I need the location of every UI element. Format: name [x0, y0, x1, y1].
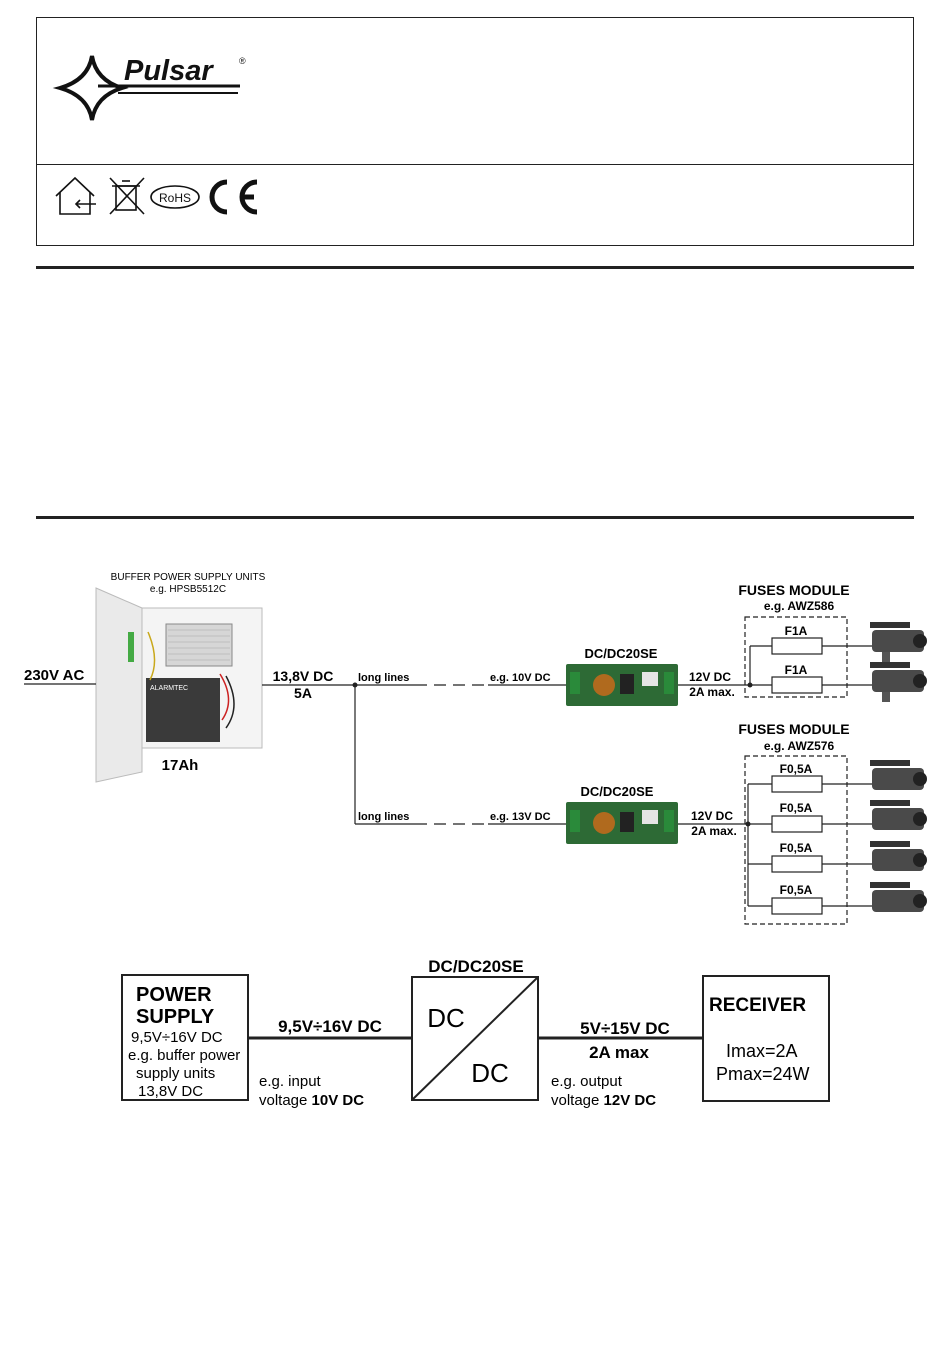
psu-cabinet-image: ALARMTEC	[95, 587, 263, 783]
header-divider	[36, 164, 914, 165]
battery-capacity: 17Ah	[162, 757, 199, 774]
top-module-title: FUSES MODULE	[738, 582, 849, 598]
psu-example: e.g. HPSB5512C	[150, 584, 226, 595]
receiver-block	[702, 975, 830, 1102]
bottom-fuse-4: F0,5A	[748, 883, 872, 915]
bottom-converter-label: DC/DC20SE	[581, 784, 654, 799]
power-supply-line-3: supply units	[136, 1065, 215, 1082]
camera-icon	[870, 841, 927, 871]
bottom-module-title: FUSES MODULE	[738, 721, 849, 737]
top-output-current: 2A max.	[689, 685, 735, 699]
bottom-fuse-2: F0,5A	[748, 801, 872, 833]
bottom-output-current: 2A max.	[691, 824, 737, 838]
power-supply-title-2: SUPPLY	[136, 1006, 215, 1028]
power-supply-title-1: POWER	[136, 984, 212, 1006]
rohs-label: RoHS	[159, 191, 191, 205]
camera-icon	[870, 622, 927, 662]
power-supply-line-4: 13,8V DC	[138, 1083, 203, 1100]
input-note-1: e.g. input	[259, 1073, 322, 1090]
ce-mark-icon	[209, 179, 258, 215]
system-diagram: BUFFER POWER SUPPLY UNITS e.g. HPSB5512C…	[24, 572, 927, 925]
top-output-voltage: 12V DC	[689, 670, 731, 684]
indoor-use-icon	[55, 176, 96, 215]
bottom-fuse-1: F0,5A	[748, 762, 872, 793]
line-label-top: long lines	[358, 672, 409, 684]
top-converter-image	[566, 664, 678, 706]
output-range: 5V÷15V DC	[580, 1019, 670, 1038]
camera-icon	[870, 760, 927, 790]
psu-output-current: 5A	[294, 685, 312, 701]
power-supply-line-2: e.g. buffer power	[128, 1047, 240, 1064]
converter-top: DC	[427, 1003, 465, 1033]
input-note-2: voltage 10V DC	[259, 1092, 364, 1109]
receiver-title: RECEIVER	[709, 995, 806, 1016]
output-note-1: e.g. output	[551, 1073, 623, 1090]
brand-name: Pulsar	[124, 55, 214, 87]
fuse-label: F0,5A	[780, 883, 813, 897]
receiver-imax: Imax=2A	[726, 1041, 798, 1061]
fuse-label: F0,5A	[780, 762, 813, 776]
top-module-example: e.g. AWZ586	[764, 599, 835, 613]
bottom-module-example: e.g. AWZ576	[764, 739, 835, 753]
top-fuse-1: F1A	[750, 624, 872, 655]
bottom-converter-image	[566, 802, 678, 844]
input-label: 230V AC	[24, 667, 84, 684]
header-graphics: Pulsar ® RoHS	[52, 55, 258, 215]
battery-brand: ALARMTEC	[150, 685, 188, 692]
output-note-2: voltage 12V DC	[551, 1092, 656, 1109]
line-label-bottom: long lines	[358, 811, 409, 823]
camera-icon	[870, 800, 927, 830]
input-range: 9,5V÷16V DC	[278, 1017, 382, 1036]
output-max: 2A max	[589, 1043, 649, 1062]
rohs-icon: RoHS	[150, 185, 200, 209]
block-diagram: POWER SUPPLY 9,5V÷16V DC e.g. buffer pow…	[121, 957, 830, 1109]
converter-bottom: DC	[471, 1058, 509, 1088]
weee-bin-icon	[109, 177, 145, 215]
fuse-label: F0,5A	[780, 841, 813, 855]
bottom-output-voltage: 12V DC	[691, 809, 733, 823]
bottom-rule	[36, 516, 914, 519]
camera-icon	[870, 662, 927, 702]
receiver-pmax: Pmax=24W	[716, 1064, 810, 1084]
fuse-label: F0,5A	[780, 801, 813, 815]
top-fuses-module	[744, 616, 848, 698]
top-converter-label: DC/DC20SE	[585, 646, 658, 661]
top-input-label: e.g. 10V DC	[490, 672, 551, 684]
bottom-input-label: e.g. 13V DC	[490, 811, 551, 823]
pulsar-logo-icon	[52, 55, 240, 121]
camera-icon	[870, 882, 927, 912]
top-rule	[36, 266, 914, 269]
psu-title: BUFFER POWER SUPPLY UNITS	[111, 572, 266, 583]
power-supply-line-1: 9,5V÷16V DC	[131, 1029, 223, 1046]
power-supply-block	[121, 974, 249, 1101]
psu-output-voltage: 13,8V DC	[273, 668, 334, 684]
top-fuse-2: F1A	[750, 663, 872, 694]
registered-mark: ®	[239, 56, 246, 66]
converter-title: DC/DC20SE	[428, 957, 523, 976]
bottom-fuses-module	[744, 755, 848, 925]
bottom-fuse-3: F0,5A	[748, 841, 872, 873]
fuse-label: F1A	[785, 663, 808, 677]
header-box	[36, 17, 914, 246]
fuse-label: F1A	[785, 624, 808, 638]
